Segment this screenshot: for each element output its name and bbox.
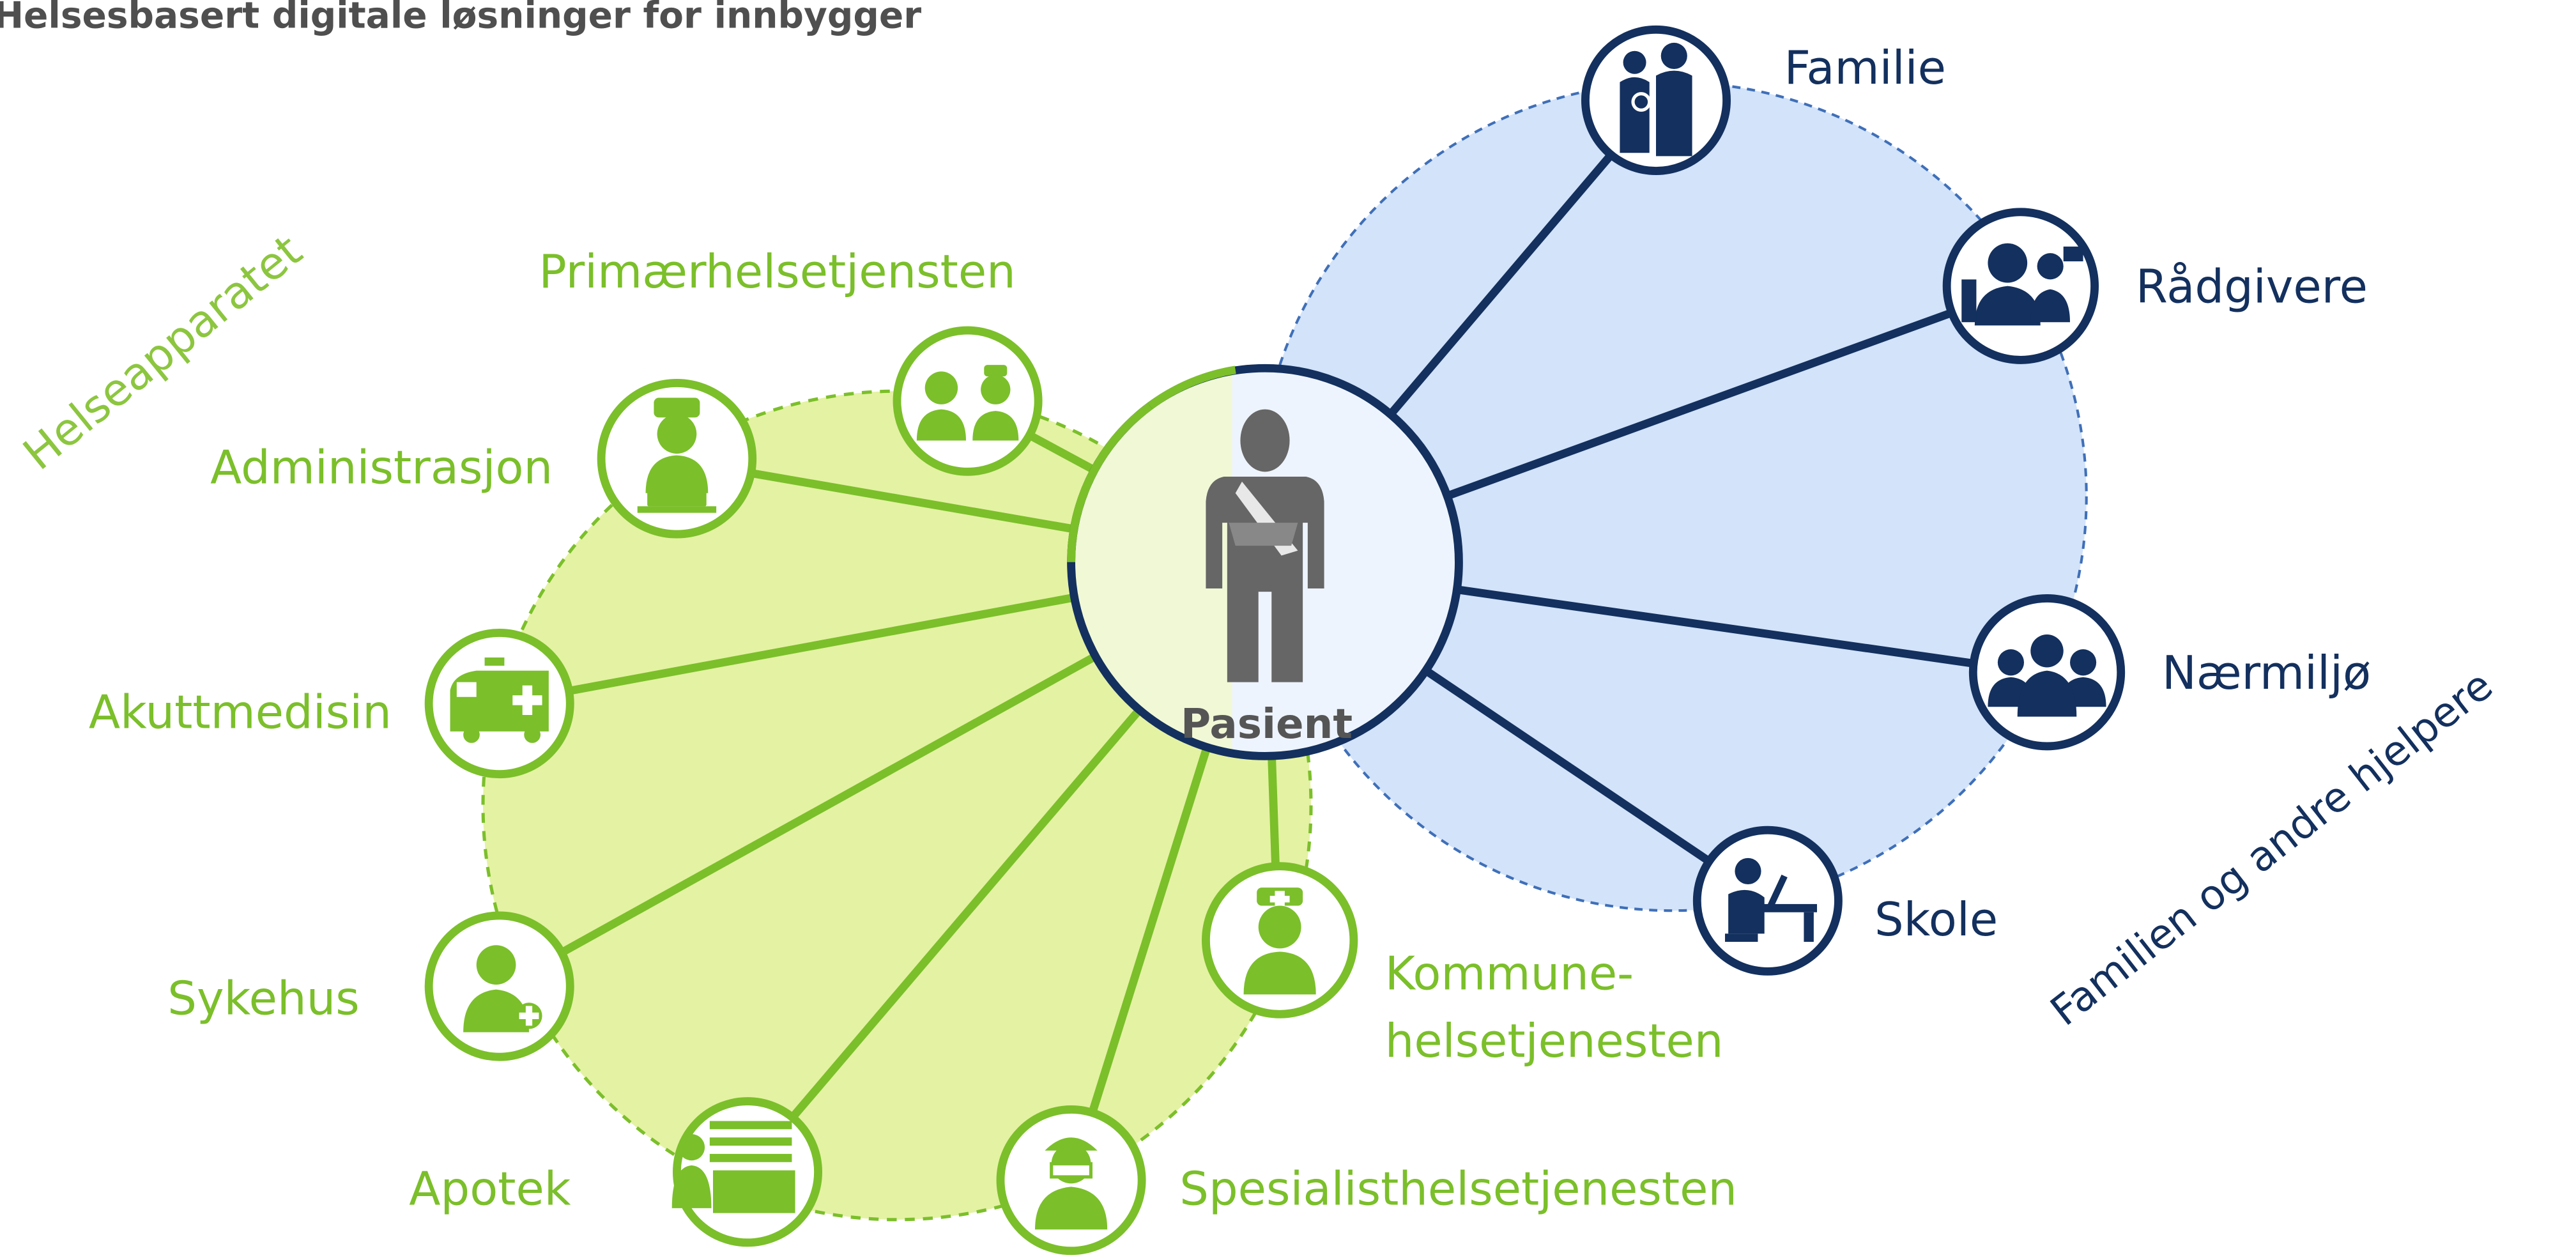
label-family: Familie (1784, 41, 1946, 95)
doctor-nurse-icon (916, 365, 1019, 441)
label-neighborhood: Nærmiljø (2162, 646, 2371, 700)
label-admin: Administrasjon (210, 440, 553, 494)
ambulance-icon (450, 657, 549, 743)
node-admin (597, 378, 757, 539)
doctor-icon (463, 945, 542, 1033)
nurse-icon (1243, 887, 1316, 995)
pharmacist-icon (671, 1121, 795, 1213)
label-municipal-line1: Kommune- (1385, 947, 1634, 1001)
node-pharmacy (671, 1097, 822, 1247)
node-emergency (424, 629, 574, 779)
label-hospital: Sykehus (167, 971, 359, 1025)
label-school: Skole (1874, 893, 1998, 946)
node-family (1581, 25, 1731, 175)
group-icon (1988, 634, 2106, 717)
label-pharmacy: Apotek (409, 1162, 571, 1216)
node-hospital (424, 911, 574, 1061)
surgeon-icon (1035, 1137, 1108, 1230)
nurse-laptop-icon (637, 397, 717, 513)
patient-sling-icon (1206, 409, 1324, 682)
label-specialist: Spesialisthelsetjenesten (1179, 1162, 1737, 1216)
node-municipal (1202, 862, 1358, 1018)
patient-label: Pasient (1181, 700, 1353, 748)
node-neighborhood (1968, 594, 2126, 751)
node-advisors (1942, 208, 2099, 364)
node-primary (893, 326, 1043, 476)
node-specialist (996, 1105, 1146, 1256)
label-advisors: Rådgivere (2136, 259, 2368, 313)
page-title: Helsesbasert digitale løsninger for innb… (0, 0, 921, 37)
label-primary: Primærhelsetjensten (539, 245, 1015, 298)
advisor-icon (1961, 243, 2083, 326)
family-region-circle (1257, 81, 2088, 912)
student-desk-icon (1725, 857, 1817, 942)
node-school (1692, 826, 1843, 976)
label-emergency: Akuttmedisin (89, 686, 392, 739)
label-municipal-line2: helsetjenesten (1385, 1014, 1724, 1068)
family-icon (1620, 42, 1692, 157)
family-group-label: Familien og andre hjelpere (2042, 661, 2502, 1036)
